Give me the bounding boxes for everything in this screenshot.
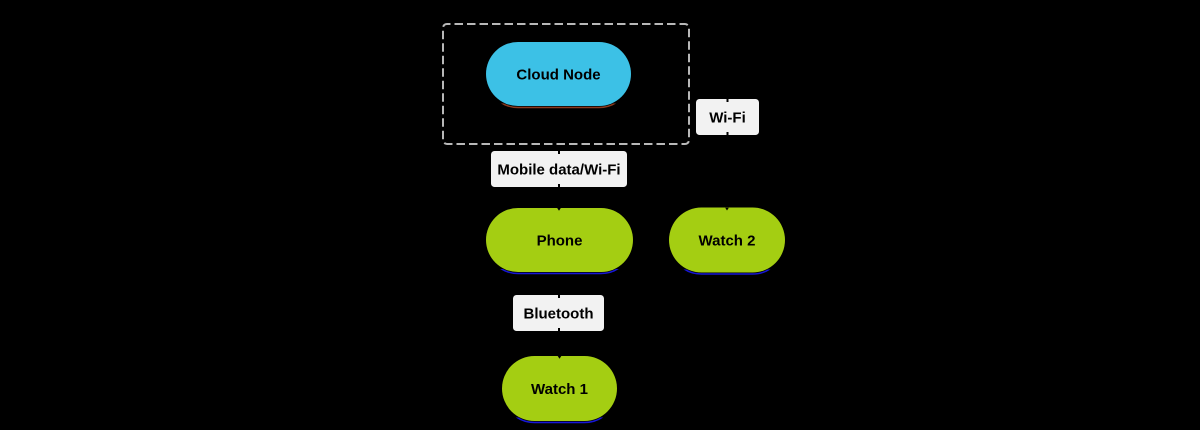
svg-text:Phone: Phone [537, 233, 583, 250]
svg-text:Bluetooth: Bluetooth [524, 306, 594, 323]
svg-text:Watch 2: Watch 2 [699, 233, 756, 250]
svg-text:Wi-Fi: Wi-Fi [709, 110, 746, 127]
svg-text:Mobile data/Wi-Fi: Mobile data/Wi-Fi [497, 162, 620, 179]
svg-text:Cloud Node: Cloud Node [516, 67, 600, 84]
svg-text:Watch 1: Watch 1 [531, 381, 588, 398]
